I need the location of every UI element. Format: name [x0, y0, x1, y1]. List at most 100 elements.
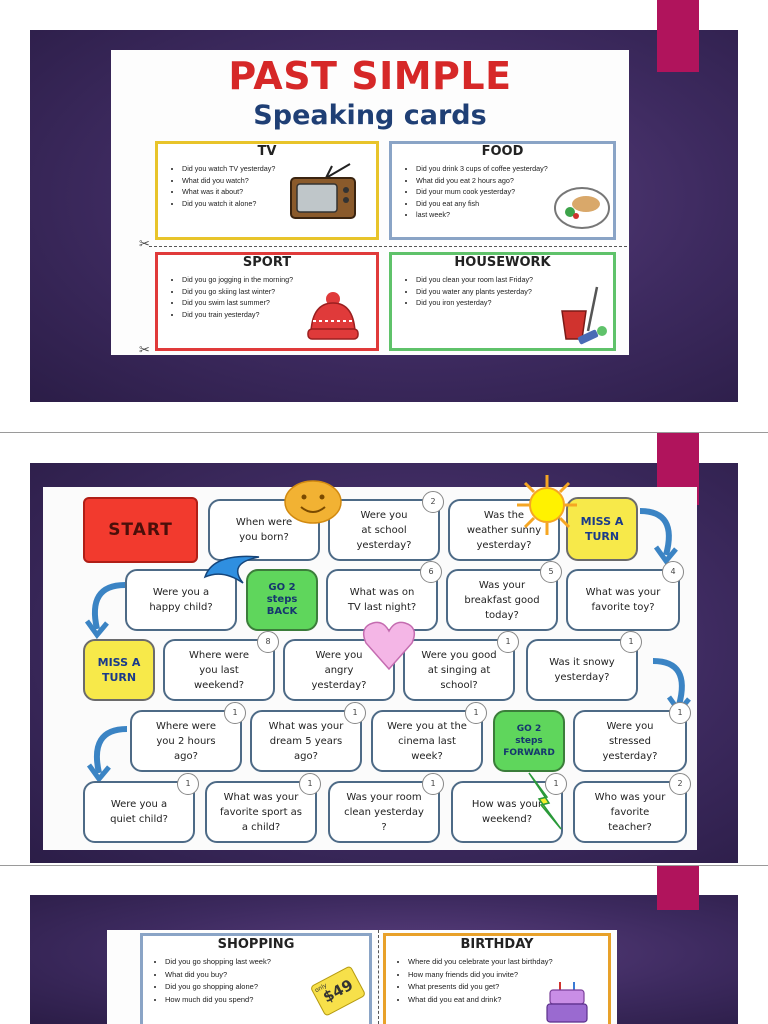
card-item: What did you watch? — [182, 175, 376, 187]
board-square: How was your weekend?1 — [451, 773, 567, 843]
slide-divider — [0, 432, 768, 433]
miss-turn-square: MISS A TURN — [566, 497, 638, 561]
crescent-moon-icon — [203, 555, 260, 584]
card-shopping: SHOPPING Did you go shopping last week? … — [140, 933, 372, 1024]
square-text: What was your dream 5 years ago? — [268, 720, 344, 762]
price-value: $49 — [319, 975, 357, 1007]
bucket-mop-icon — [561, 286, 607, 345]
card-item: Did your mum cook yesterday? — [416, 186, 613, 198]
board-square: Were you a quiet child? 1 — [83, 773, 199, 843]
card-item: What was it about? — [182, 186, 376, 198]
square-number: 1 — [224, 702, 246, 724]
square-number: 1 — [299, 773, 321, 795]
square-text: Were you a quiet child? — [110, 799, 168, 825]
square-number: 1 — [620, 631, 642, 653]
square-number: 8 — [257, 631, 279, 653]
card-tv: TV Did you watch TV yesterday? What did … — [155, 141, 379, 240]
card-heading: TV — [257, 144, 277, 159]
card-heading: FOOD — [481, 144, 524, 159]
cut-line — [378, 930, 379, 1024]
card-housework: HOUSEWORK Did you clean your room last F… — [389, 252, 616, 351]
board-square: Where were you last weekend? 8 — [163, 631, 279, 701]
card-item: Did you swim last summer? — [182, 297, 376, 309]
card-item: Did you train yesterday? — [182, 309, 376, 321]
board-square: Were you a happy child? — [125, 569, 237, 631]
card-heading: SPORT — [242, 255, 292, 270]
square-text: Who was your favorite teacher? — [594, 791, 666, 833]
square-number: 5 — [540, 561, 562, 583]
square-text: What was on TV last night? — [347, 587, 417, 613]
square-number: 1 — [344, 702, 366, 724]
start-square: START — [83, 497, 198, 563]
board-square: What was your favorite toy?4 — [566, 561, 684, 631]
square-text: GO 2 steps BACK — [266, 582, 298, 617]
food-plate-icon — [554, 187, 610, 229]
go-forward-square: GO 2 steps FORWARD — [493, 710, 565, 772]
square-text: Was the weather sunny yesterday? — [466, 509, 542, 551]
card-sport: SPORT Did you go jogging in the morning?… — [155, 252, 379, 351]
card-heading: SHOPPING — [217, 937, 295, 952]
square-number: 1 — [422, 773, 444, 795]
winter-hat-icon — [307, 292, 359, 340]
card-item: Did you clean your room last Friday? — [416, 274, 613, 286]
board-square: Were you stressed yesterday?1 — [573, 702, 691, 772]
square-text: Were you stressed yesterday? — [602, 720, 658, 762]
card-item: Did you go skiing last winter? — [182, 286, 376, 298]
square-number: 1 — [497, 631, 519, 653]
square-text: GO 2 steps FORWARD — [503, 724, 555, 758]
square-text: Where were you 2 hours ago? — [156, 720, 216, 762]
board-square: Was your breakfast good today?5 — [446, 561, 562, 631]
square-text: Was it snowy yesterday? — [549, 657, 615, 683]
square-text: What was your favorite sport as a child? — [219, 791, 303, 833]
card-item: Did you drink 3 cups of coffee yesterday… — [416, 163, 613, 175]
board-square: Was it snowy yesterday?1 — [526, 631, 642, 701]
card-item: last week? — [416, 209, 613, 221]
card-food: FOOD Did you drink 3 cups of coffee yest… — [389, 141, 616, 240]
worksheet-subtitle: Speaking cards — [253, 100, 487, 131]
card-birthday: BIRTHDAY Where did you celebrate your la… — [383, 933, 611, 1024]
square-text: When were you born? — [235, 517, 293, 543]
card-item: Did you go jogging in the morning? — [182, 274, 376, 286]
card-item: What did you buy? — [165, 969, 369, 982]
square-number: 2 — [422, 491, 444, 513]
square-text: How was your weekend? — [471, 799, 543, 825]
card-item: Where did you celebrate your last birthd… — [408, 956, 608, 969]
miss-turn-square: MISS A TURN — [83, 639, 155, 701]
card-item: Did you iron yesterday? — [416, 297, 613, 309]
card-item: Did you water any plants yesterday? — [416, 286, 613, 298]
board-square: Were you at school yesterday? 2 — [328, 491, 444, 561]
television-icon — [290, 163, 356, 219]
square-text: MISS A TURN — [580, 515, 624, 543]
board-square: Who was your favorite teacher?2 — [573, 773, 691, 843]
square-number: 1 — [545, 773, 567, 795]
lightning-bolt-icon — [528, 772, 562, 830]
square-text: Were you good at singing at school? — [421, 649, 497, 691]
slide-divider — [0, 865, 768, 866]
card-item: What did you eat and drink? — [408, 994, 608, 1007]
card-item: Did you go shopping alone? — [165, 981, 369, 994]
square-text: Where were you last weekend? — [189, 649, 249, 691]
card-item: Did you eat any fish — [416, 198, 613, 210]
square-text: Were you at school yesterday? — [356, 509, 412, 551]
heart-icon — [362, 621, 416, 671]
card-item: How much did you spend? — [165, 994, 369, 1007]
card-item: What presents did you get? — [408, 981, 608, 994]
birthday-cake-icon — [546, 982, 588, 1023]
cut-line — [149, 246, 627, 247]
board-square: What was your dream 5 years ago?1 — [250, 702, 366, 772]
speaking-cards-image: PAST SIMPLE Speaking cards TV Did you wa… — [111, 50, 629, 355]
card-item: Did you watch it alone? — [182, 198, 376, 210]
board-square: Were you good at singing at school?1 — [403, 631, 519, 701]
square-text: Were you angry yesterday? — [311, 649, 367, 691]
board-square: Were you at the cinema last week?1 — [371, 702, 487, 772]
path-arrow-icon — [84, 582, 126, 639]
square-text: Were you a happy child? — [149, 587, 213, 613]
card-heading: BIRTHDAY — [460, 937, 534, 952]
square-number: 6 — [420, 561, 442, 583]
board-game: START When were you born? Were you at sc… — [43, 475, 697, 850]
worksheet-title: PAST SIMPLE — [228, 54, 512, 98]
board-square: Was your room clean yesterday ?1 — [328, 773, 444, 843]
square-number: 1 — [177, 773, 199, 795]
square-number: 2 — [669, 773, 691, 795]
square-text: Were you at the cinema last week? — [387, 720, 467, 762]
